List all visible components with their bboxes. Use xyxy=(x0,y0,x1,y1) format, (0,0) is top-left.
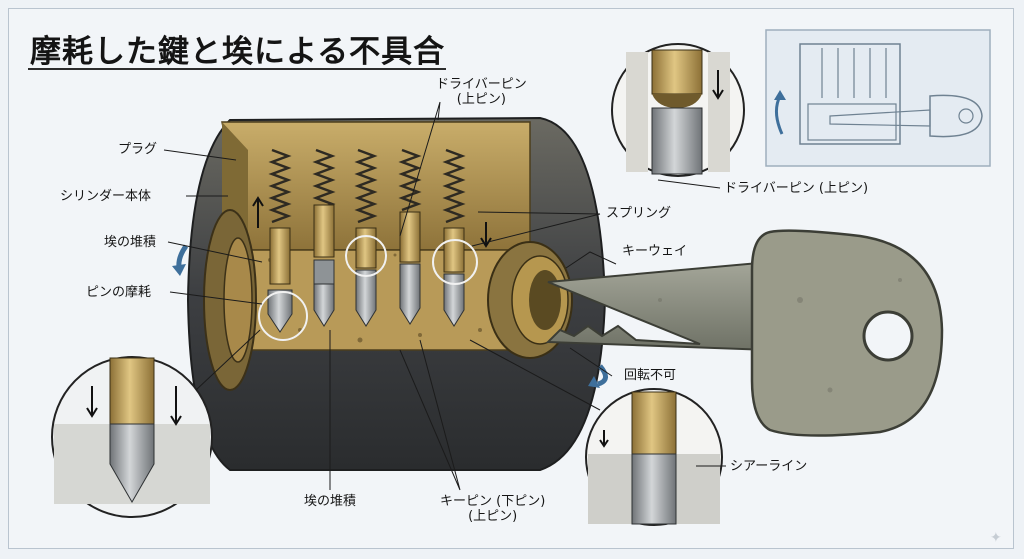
label-no-rotate: 回転不可 xyxy=(624,368,677,383)
label-driver-pin-top: ドライバーピン (上ピン) xyxy=(436,77,527,107)
label-dust-left: 埃の堆積 xyxy=(104,235,157,250)
inset-schematic xyxy=(765,29,991,167)
zoom-circle-shear-line xyxy=(585,388,723,526)
label-key-pin-line1: キーピン (下ピン) xyxy=(440,494,546,509)
curved-arrow-icon xyxy=(588,376,600,388)
label-key-pin: キーピン (下ピン) (上ピン) xyxy=(440,494,545,524)
leader-lines xyxy=(163,101,726,491)
label-key-pin-line2: (上ピン) xyxy=(468,509,518,524)
sparkle-icon: ✦ xyxy=(990,530,1002,546)
plug-face xyxy=(487,241,573,359)
label-cylinder-body: シリンダー本体 xyxy=(60,189,152,204)
label-spring: スプリング xyxy=(606,206,672,221)
page-title: 摩耗した鍵と埃による不具合 xyxy=(30,34,446,70)
label-dust-bottom: 埃の堆積 xyxy=(304,494,357,509)
label-plug: プラグ xyxy=(118,142,158,157)
label-pin-wear: ピンの摩耗 xyxy=(86,285,152,300)
curved-arrow-icon xyxy=(597,364,608,387)
label-driver-pin-top-line2: (上ピン) xyxy=(456,92,506,107)
key xyxy=(545,229,944,437)
zoom-circle-driver-pin xyxy=(611,43,745,177)
label-driver-pin-callout: ドライバーピン (上ピン) xyxy=(724,181,869,196)
title-underline xyxy=(28,68,446,70)
label-shear-line: シアーライン xyxy=(730,459,808,474)
curved-arrow-icon xyxy=(172,264,186,276)
zoom-circle-pin-wear xyxy=(51,356,213,518)
label-keyway: キーウェイ xyxy=(622,244,688,259)
label-driver-pin-top-line1: ドライバーピン xyxy=(436,77,527,92)
pin-stacks xyxy=(252,148,492,341)
